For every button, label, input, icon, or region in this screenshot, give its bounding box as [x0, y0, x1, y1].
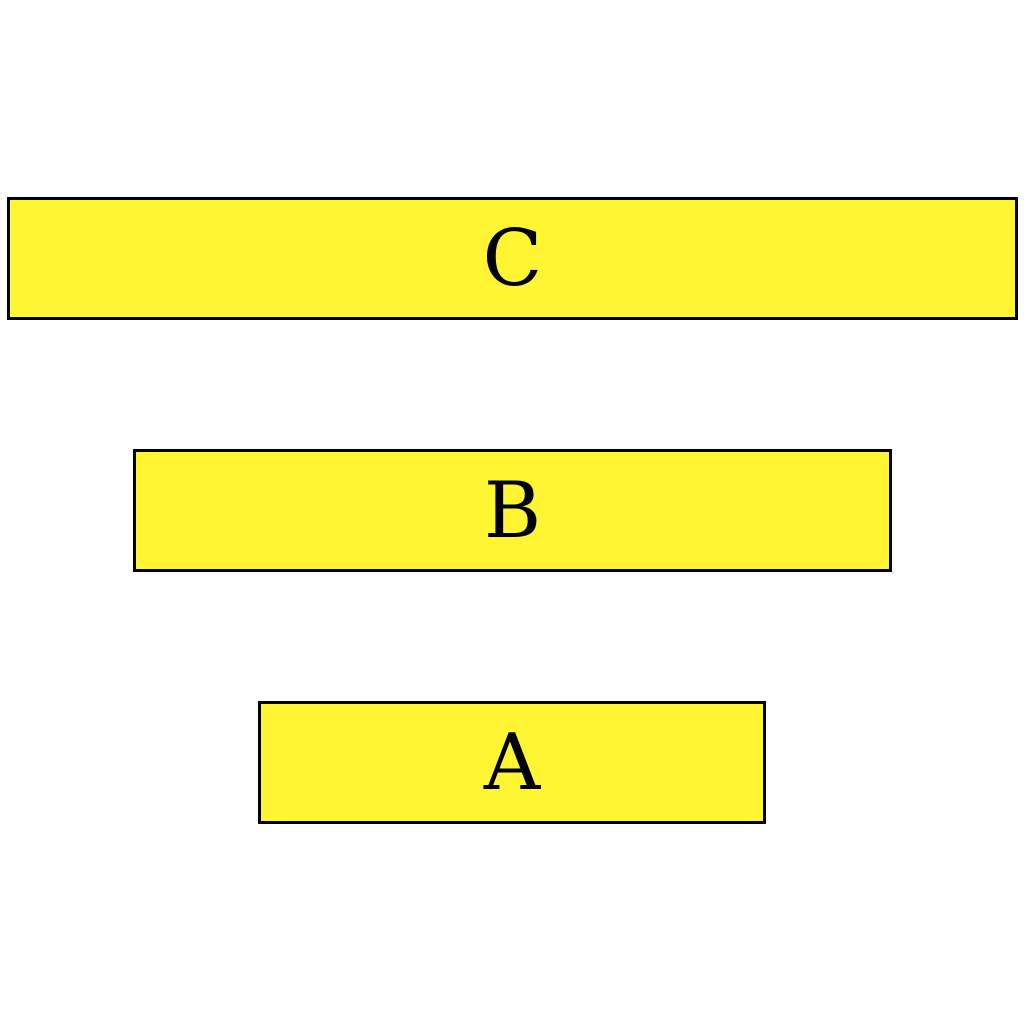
box-b: B	[133, 449, 892, 572]
box-c-label: C	[482, 213, 543, 304]
box-a: A	[258, 701, 766, 824]
box-a-label: A	[483, 717, 541, 808]
box-c: C	[7, 197, 1018, 320]
box-b-label: B	[483, 465, 542, 556]
